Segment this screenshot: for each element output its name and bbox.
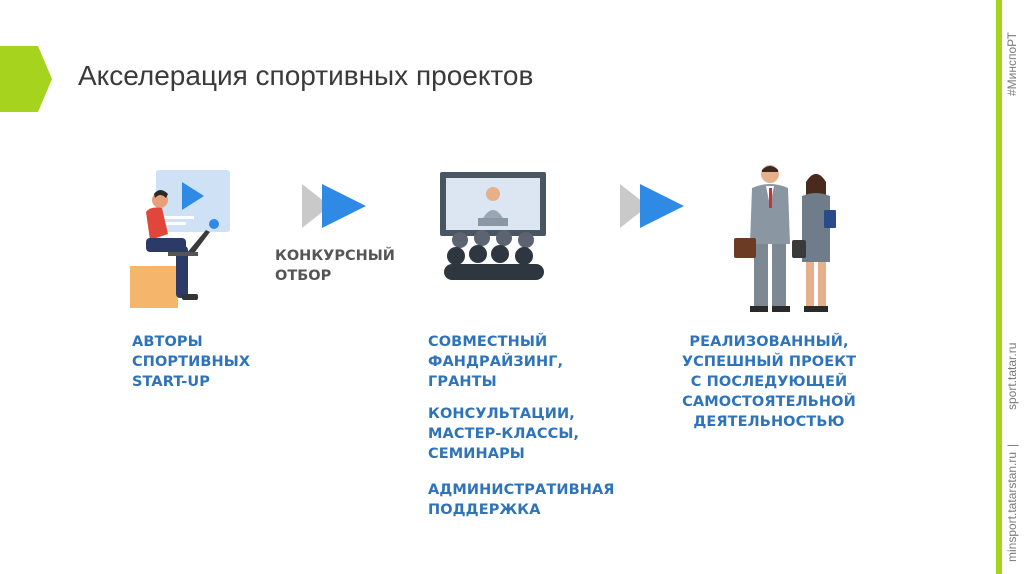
authors-line-3: START-UP [132, 374, 210, 390]
support-group-2-line-3: СЕМИНАРЫ [428, 446, 525, 462]
selection-label-line-1: КОНКУРСНЫЙ [275, 248, 395, 264]
support-group-1: СОВМЕСТНЫЙ ФАНДРАЙЗИНГ, ГРАНТЫ [428, 332, 563, 392]
result-line-1: РЕАЛИЗОВАННЫЙ, [689, 334, 849, 350]
result-line-3: С ПОСЛЕДУЮЩЕЙ [690, 374, 848, 390]
result-line-5: ДЕЯТЕЛЬНОСТЬЮ [693, 414, 845, 430]
support-group-2-line-1: КОНСУЛЬТАЦИИ, [428, 406, 575, 422]
developer-laptop-icon [130, 170, 230, 308]
selection-label: КОНКУРСНЫЙ ОТБОР [275, 246, 395, 286]
support-group-3: АДМИНИСТРАТИВНАЯ ПОДДЕРЖКА [428, 480, 615, 520]
support-group-1-line-1: СОВМЕСТНЫЙ [428, 334, 548, 350]
authors-text: АВТОРЫ СПОРТИВНЫХ START-UP [132, 332, 250, 392]
support-group-1-line-3: ГРАНТЫ [428, 374, 497, 390]
site-label-2: sport.tatar.ru [1005, 342, 1019, 410]
page-title: Акселерация спортивных проектов [78, 60, 534, 91]
business-people-icon [734, 165, 836, 312]
accent-line [996, 0, 1002, 574]
result-line-2: УСПЕШНЫЙ ПРОЕКТ [681, 354, 857, 370]
presentation-audience-icon [440, 172, 546, 280]
accent-tab [0, 46, 52, 112]
selection-label-line-2: ОТБОР [275, 268, 332, 284]
site-label-1: minsport.tatarstan.ru [1005, 451, 1019, 562]
support-group-3-line-1: АДМИНИСТРАТИВНАЯ [428, 482, 615, 498]
support-group-3-line-2: ПОДДЕРЖКА [428, 502, 541, 518]
double-arrow-icon-2 [620, 184, 684, 228]
authors-line-1: АВТОРЫ [132, 334, 203, 350]
result-text: РЕАЛИЗОВАННЫЙ, УСПЕШНЫЙ ПРОЕКТ С ПОСЛЕДУ… [672, 332, 866, 432]
support-group-2-line-2: МАСТЕР-КЛАССЫ, [428, 426, 580, 442]
support-group-1-line-2: ФАНДРАЙЗИНГ, [428, 354, 564, 370]
support-group-2: КОНСУЛЬТАЦИИ, МАСТЕР-КЛАССЫ, СЕМИНАРЫ [428, 404, 579, 464]
site-separator: | [1005, 443, 1019, 447]
hashtag-label: #МинспоРТ [1005, 32, 1019, 96]
double-arrow-icon [302, 184, 366, 228]
result-line-4: САМОСТОЯТЕЛЬНОЙ [682, 394, 856, 410]
authors-line-2: СПОРТИВНЫХ [132, 354, 251, 370]
